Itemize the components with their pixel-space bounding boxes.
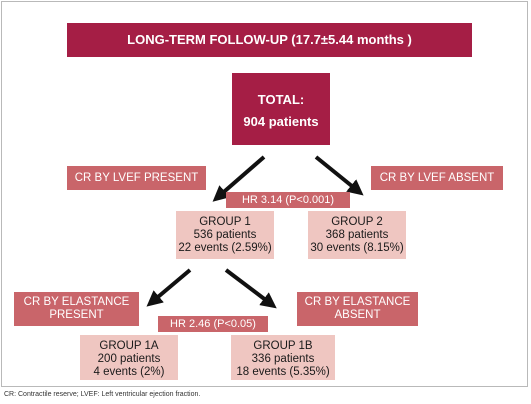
group1-box: GROUP 1 536 patients 22 events (2.59%) — [176, 211, 274, 259]
cr-elastance-absent-label: CR BY ELASTANCE ABSENT — [297, 292, 418, 326]
group1a-patients: 200 patients — [97, 353, 161, 365]
total-label: TOTAL: — [257, 92, 305, 107]
group1a-name: GROUP 1A — [99, 340, 159, 352]
cr-elastance-present-label: CR BY ELASTANCE PRESENT — [14, 292, 139, 326]
group2-box: GROUP 2 368 patients 30 events (8.15%) — [308, 211, 406, 259]
group1a-events: 4 events (2%) — [93, 366, 165, 378]
group1-patients: 536 patients — [193, 229, 257, 241]
group2-events: 30 events (8.15%) — [310, 242, 404, 254]
cr-lvef-present-label: CR BY LVEF PRESENT — [67, 166, 206, 190]
group1b-events: 18 events (5.35%) — [236, 366, 330, 378]
group1b-patients: 336 patients — [251, 353, 315, 365]
cr-elastance-present-line1: CR BY ELASTANCE — [23, 296, 130, 308]
total-box: TOTAL: 904 patients — [232, 73, 330, 145]
group1a-box: GROUP 1A 200 patients 4 events (2%) — [80, 335, 178, 380]
group1b-box: GROUP 1B 336 patients 18 events (5.35%) — [231, 335, 335, 380]
group2-name: GROUP 2 — [331, 216, 383, 228]
cr-elastance-absent-line1: CR BY ELASTANCE — [304, 296, 411, 308]
arrow-total-to-group2 — [314, 155, 364, 196]
arrow-total-to-group1 — [212, 155, 266, 202]
hr-lvef-label: HR 3.14 (P<0.001) — [226, 192, 350, 208]
arrow-group1-to-group1a — [146, 268, 192, 307]
group1-events: 22 events (2.59%) — [178, 242, 272, 254]
arrow-group1-to-group1b — [224, 268, 277, 309]
cr-elastance-present-line2: PRESENT — [49, 309, 104, 321]
hr-elastance-label: HR 2.46 (P<0.05) — [158, 316, 268, 332]
group2-patients: 368 patients — [325, 229, 389, 241]
group1-name: GROUP 1 — [199, 216, 251, 228]
cr-elastance-absent-line2: ABSENT — [334, 309, 381, 321]
group1b-name: GROUP 1B — [253, 340, 313, 352]
total-count: 904 patients — [243, 114, 319, 129]
follow-up-title: LONG-TERM FOLLOW-UP (17.7±5.44 months ) — [67, 23, 472, 57]
abbreviation-footnote: CR: Contractile reserve; LVEF: Left vent… — [4, 391, 201, 398]
cr-lvef-absent-label: CR BY LVEF ABSENT — [371, 166, 503, 190]
